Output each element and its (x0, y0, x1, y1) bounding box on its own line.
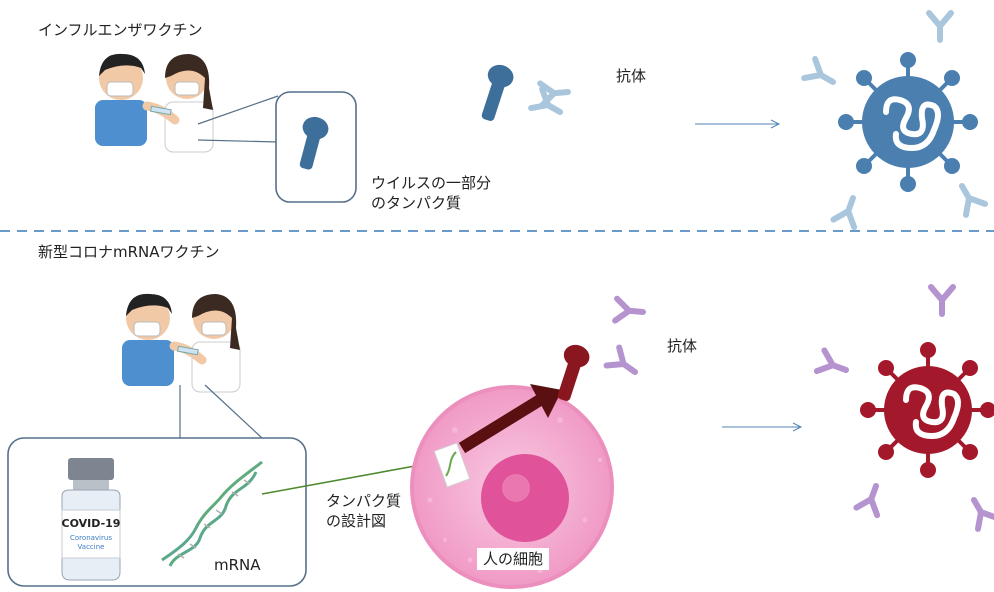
antibody-label: 抗体 (616, 67, 647, 85)
antibody-icon (607, 299, 644, 381)
antibody-icon (531, 81, 569, 121)
flu-vaccine-title: インフルエンザワクチン (38, 21, 203, 39)
covid-virus-icon (860, 342, 994, 478)
flu-vaccination-illustration (95, 54, 213, 152)
blueprint-label: タンパク質 の設計図 (326, 492, 402, 530)
protein-fragment-icon (481, 64, 514, 121)
vaccine-vial-icon: COVID-19 Coronavirus Vaccine (61, 458, 121, 581)
flow-arrow (722, 422, 803, 432)
protein-fragment-icon (299, 116, 329, 170)
mrna-vaccine-title: 新型コロナmRNAワクチン (38, 243, 220, 261)
flu-virus-icon (838, 52, 978, 192)
vial-title: COVID-19 (62, 517, 121, 530)
vial-line1: Coronavirus (70, 534, 112, 542)
mrna-label: mRNA (214, 556, 261, 574)
spike-protein-icon (557, 344, 590, 401)
covid-vaccination-illustration (122, 294, 240, 392)
callout-box (7, 437, 307, 587)
flow-arrow (695, 119, 781, 129)
human-cell-icon (410, 385, 614, 589)
human-cell-label: 人の細胞 (477, 548, 550, 570)
vial-line2: Vaccine (78, 543, 105, 551)
protein-label: ウイルスの一部分 のタンパク質 (371, 174, 492, 212)
protein-export-arrow (458, 384, 562, 454)
antibody-label: 抗体 (667, 337, 698, 355)
mrna-helix-icon (161, 460, 263, 567)
